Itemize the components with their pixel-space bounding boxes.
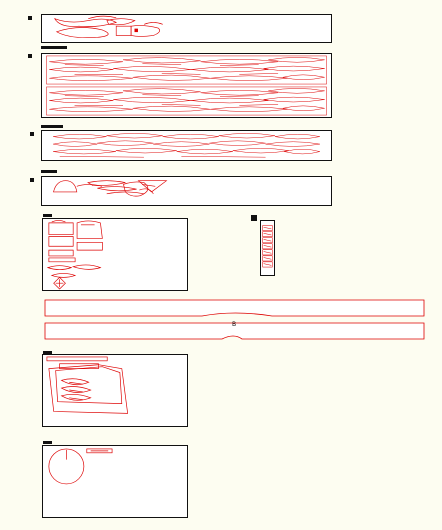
- section-4-marker: [30, 178, 34, 182]
- section-3-frame[interactable]: [41, 130, 332, 161]
- section-5-frame[interactable]: [42, 218, 188, 291]
- section-9-pattern: [48, 448, 113, 485]
- section-7-frame[interactable]: [42, 298, 427, 342]
- section-2-pattern: [46, 55, 327, 116]
- section-5-pattern: [46, 220, 103, 290]
- section-4-title-bar: [41, 170, 57, 173]
- section-1-marker: [28, 16, 32, 20]
- section-8-frame[interactable]: [42, 354, 188, 427]
- section-3-title-bar: [41, 125, 63, 128]
- section-9-title-bar: [43, 441, 52, 444]
- section-4-frame[interactable]: [41, 176, 332, 206]
- section-8-title-bar: [43, 351, 52, 354]
- section-2-frame[interactable]: [41, 53, 332, 118]
- section-6-pattern: [262, 225, 273, 268]
- section-4-pattern: [53, 180, 168, 197]
- section-2-title-bar: [41, 46, 67, 49]
- section-6-marker: [251, 215, 257, 221]
- section-7-center-label: B: [232, 321, 237, 328]
- section-3-pattern: [53, 133, 321, 158]
- section-8-pattern: [46, 356, 129, 414]
- section-3-marker: [30, 132, 34, 136]
- section-1-frame[interactable]: [41, 14, 332, 43]
- section-9-frame[interactable]: [42, 445, 188, 518]
- section-2-marker: [28, 54, 32, 58]
- section-5-title-bar: [43, 214, 52, 217]
- section-6-frame[interactable]: [260, 220, 275, 276]
- section-7-pattern: [44, 299, 425, 340]
- section-1-pattern: [53, 15, 163, 39]
